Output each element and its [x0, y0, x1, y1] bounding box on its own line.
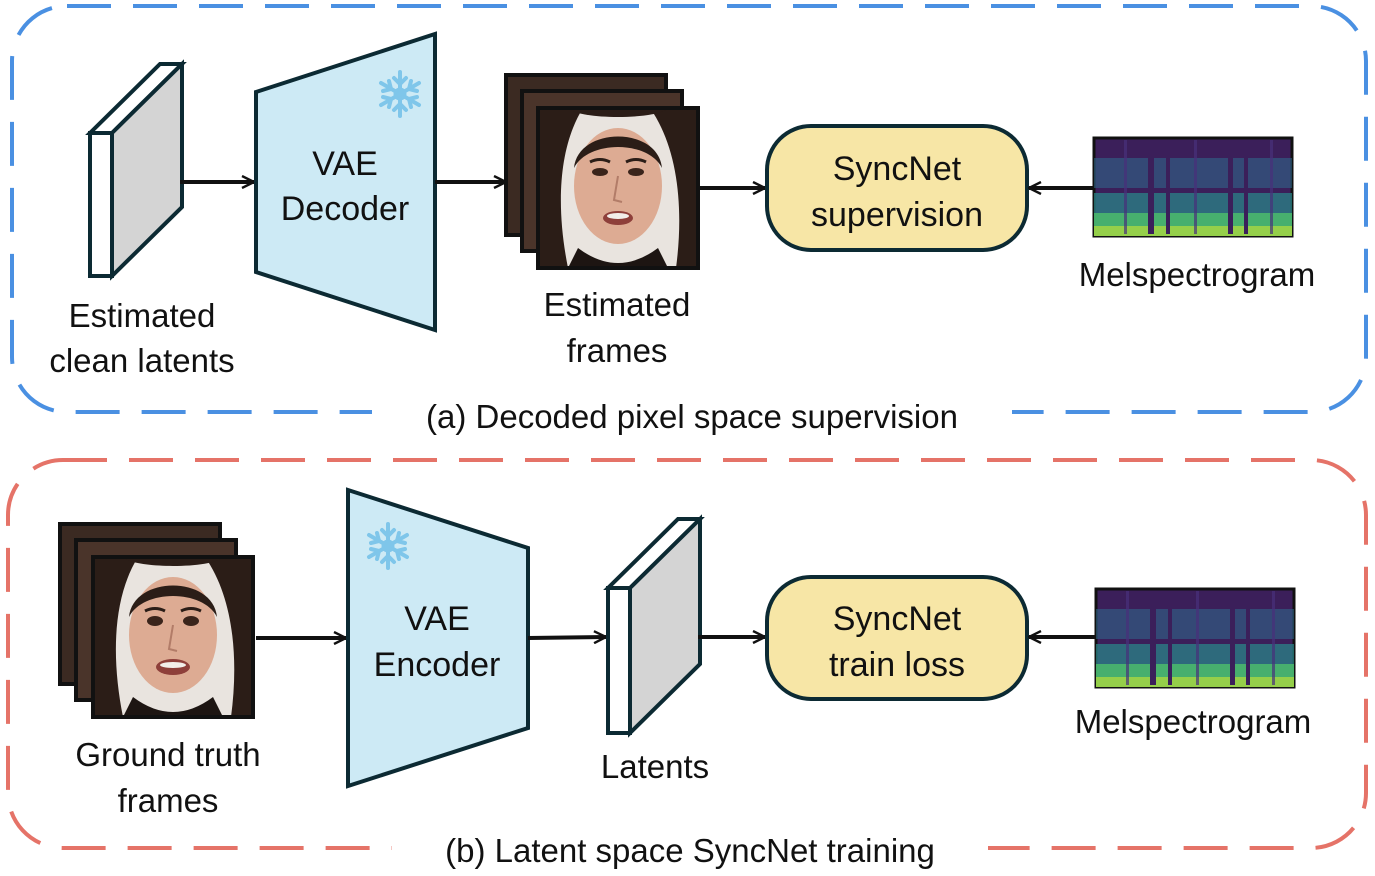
latents-label-line1: Estimated [69, 297, 216, 334]
frame-front [536, 106, 700, 270]
gt-frames-label-line2: frames [118, 782, 219, 819]
syncnet-train-loss-box [765, 575, 1029, 701]
estimated-frames-stack [504, 73, 700, 270]
melspectrogram-image [1094, 587, 1296, 689]
panel-a-caption-bg [372, 392, 1012, 436]
frames-label-line1: Estimated [544, 286, 691, 323]
estimated-latents-block [85, 59, 187, 281]
melspectrogram-image [1092, 136, 1294, 238]
arrow-encoder-to-latents [527, 637, 606, 638]
latents-block [603, 514, 705, 738]
frames-label-line2: frames [567, 332, 668, 369]
panel-b-caption: (b) Latent space SyncNet training [445, 832, 935, 869]
gt-frame-front [91, 555, 255, 719]
mel-label-a: Melspectrogram [1079, 256, 1316, 293]
panel-b-caption-bg [392, 828, 988, 872]
syncnet-label-line1: SyncNet [833, 150, 962, 188]
latents-label: Latents [601, 748, 709, 785]
encoder-label-line2: Encoder [374, 646, 501, 684]
panel-a-caption: (a) Decoded pixel space supervision [426, 398, 958, 435]
syncnet-supervision-box [765, 124, 1029, 252]
decoder-label-line2: Decoder [281, 190, 410, 228]
syncnet-train-label-line1: SyncNet [833, 600, 962, 638]
panel-a: (a) Decoded pixel space supervision Esti… [10, 4, 1368, 436]
vae-encoder-block [346, 487, 530, 789]
syncnet-label-line2: supervision [811, 196, 983, 234]
mel-label-b: Melspectrogram [1075, 703, 1312, 740]
panel-b: (b) Latent space SyncNet training [6, 458, 1368, 872]
decoder-label-line1: VAE [312, 145, 378, 183]
gt-frames-label-line1: Ground truth [75, 736, 260, 773]
latents-label-line2: clean latents [49, 342, 234, 379]
ground-truth-frames-stack [58, 522, 255, 719]
encoder-label-line1: VAE [404, 600, 470, 638]
syncnet-train-label-line2: train loss [829, 646, 965, 684]
